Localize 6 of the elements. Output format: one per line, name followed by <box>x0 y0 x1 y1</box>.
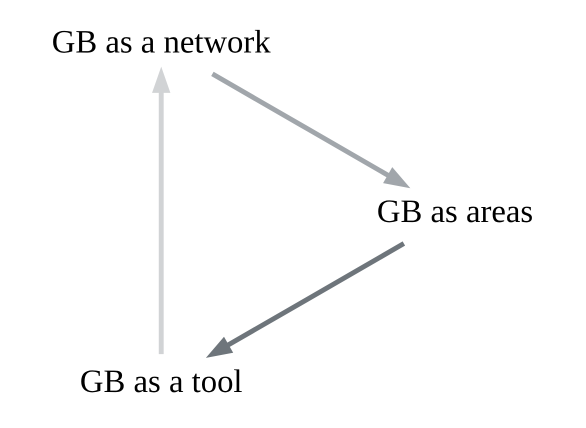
node-text: GB as a network <box>52 24 271 61</box>
arrow <box>206 241 406 358</box>
node-text: GB as areas <box>376 194 534 230</box>
node-text: GB as a tool <box>80 364 243 400</box>
arrow <box>152 66 170 354</box>
arrow <box>211 72 410 188</box>
